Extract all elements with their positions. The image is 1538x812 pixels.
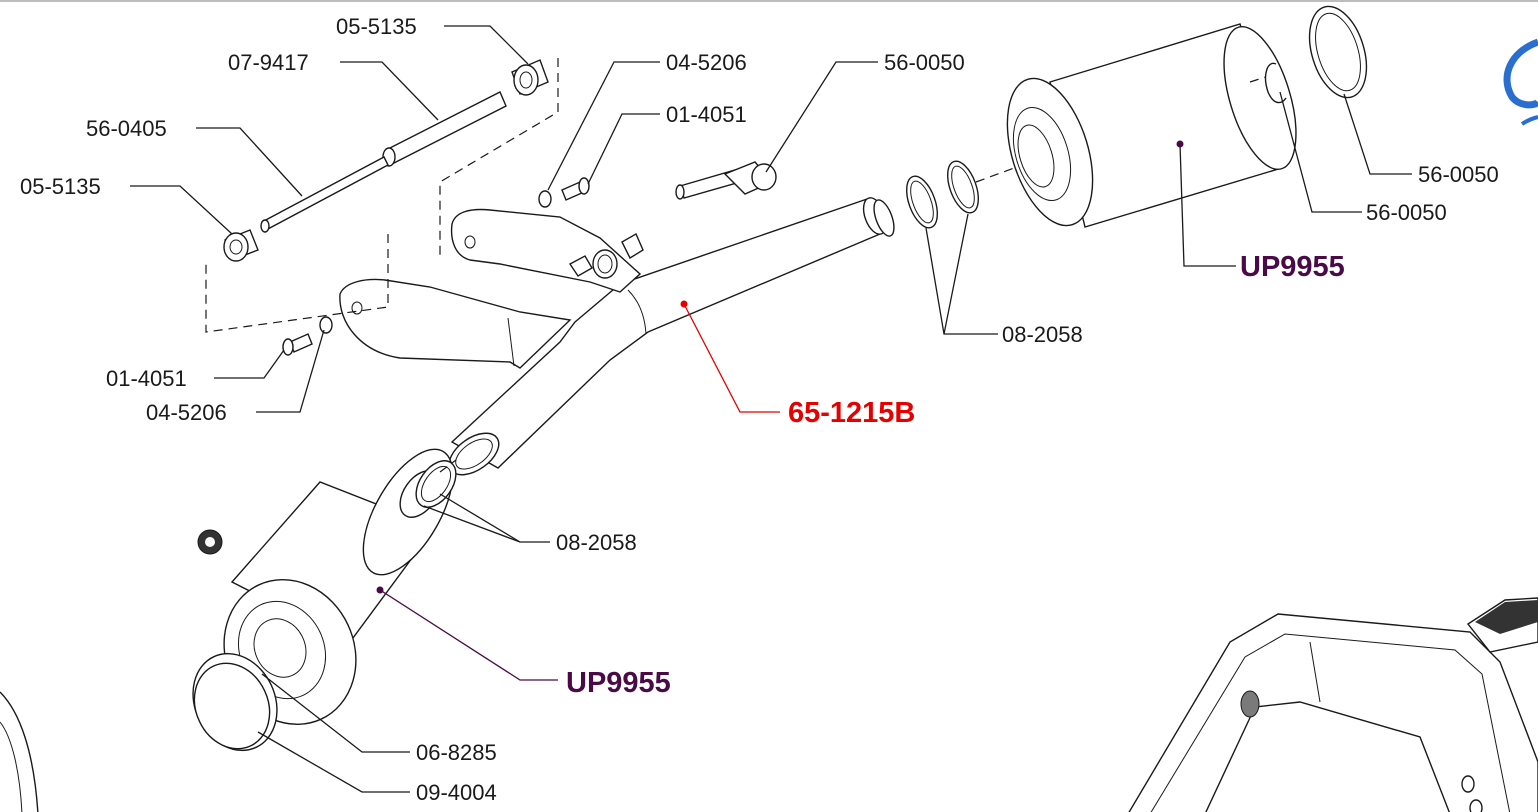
label-07-9417: 07-9417	[228, 50, 309, 75]
leader-lines	[130, 25, 1412, 793]
label-56-0050-right1: 56-0050	[1418, 162, 1499, 187]
upper-roller	[1006, 5, 1368, 228]
label-05-5135-left: 05-5135	[20, 174, 101, 199]
label-06-8285: 06-8285	[416, 740, 497, 765]
label-08-2058-top: 08-2058	[1002, 322, 1083, 347]
lower-roller	[192, 448, 457, 752]
label-05-5135-top: 05-5135	[336, 14, 417, 39]
roller-bottom-marker	[376, 586, 384, 594]
main-frame-tube	[339, 197, 895, 476]
bolts-washers	[282, 177, 590, 356]
label-04-5206-top: 04-5206	[666, 50, 747, 75]
roller-top-marker	[1176, 140, 1184, 148]
callout-frame-65-1215b: 65-1215B	[788, 397, 915, 429]
pin-fitting	[675, 161, 777, 200]
callout-roller-bottom-up9955: UP9955	[566, 667, 671, 699]
part-labels: 05-5135 07-9417 56-0405 05-5135 01-4051 …	[20, 14, 1499, 805]
washer-rings-top	[905, 160, 1015, 229]
frame-marker	[680, 300, 688, 308]
label-56-0405: 56-0405	[86, 116, 167, 141]
label-01-4051-top: 01-4051	[666, 102, 747, 127]
label-56-0050-mid: 56-0050	[884, 50, 965, 75]
label-01-4051-left: 01-4051	[106, 366, 187, 391]
label-08-2058-bottom: 08-2058	[556, 530, 637, 555]
callout-roller-top-up9955: UP9955	[1240, 251, 1345, 283]
machine-frame-preview	[1128, 597, 1538, 812]
label-56-0050-right2: 56-0050	[1366, 200, 1447, 225]
brand-logo-fragment	[1503, 38, 1538, 126]
pivot-axle-group	[205, 58, 559, 333]
label-04-5206-left: 04-5206	[146, 400, 227, 425]
left-edge-fragment	[0, 691, 39, 812]
label-09-4004: 09-4004	[416, 780, 497, 805]
small-nut	[197, 529, 223, 555]
